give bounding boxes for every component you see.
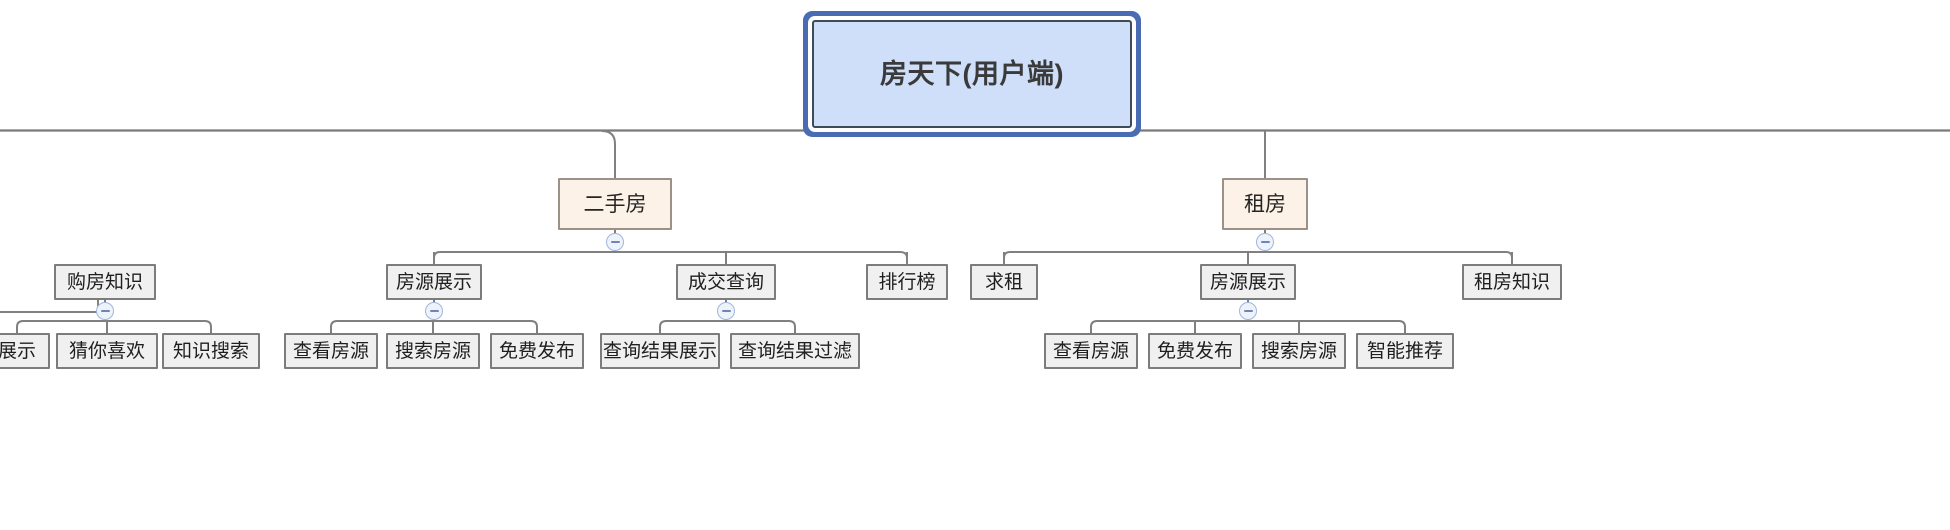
node-label: 成交查询 (687, 271, 764, 293)
node-paihangbang[interactable]: 排行榜 (866, 264, 948, 300)
collapse-minus-icon-chengjiao-chaxun[interactable] (717, 302, 735, 320)
root-node-label: 房天下(用户端) (880, 58, 1064, 89)
node-label: 房源展示 (395, 271, 472, 293)
link-ershoufang-children (433, 251, 908, 264)
node-label: 租房知识 (1473, 271, 1550, 293)
node-label: 展示 (0, 340, 36, 362)
leaf-node-chakan-fangyuan-right[interactable]: 查看房源 (1044, 333, 1138, 369)
category-node-label: 租房 (1244, 192, 1286, 216)
minus-glyph (100, 310, 110, 312)
node-label: 免费发布 (498, 340, 575, 362)
leaf-node-cainixihuan[interactable]: 猜你喜欢 (56, 333, 158, 369)
link-zufang-children (1003, 251, 1513, 264)
minus-glyph (429, 310, 439, 312)
category-node-ershoufang[interactable]: 二手房 (558, 178, 672, 230)
collapse-minus-icon-fangyuan-zhanshi-left[interactable] (425, 302, 443, 320)
link-fangyuan-left-leaves (330, 320, 538, 333)
node-chengjiao-chaxun[interactable]: 成交查询 (676, 264, 776, 300)
leaf-node-chaxun-jieguo-guolv[interactable]: 查询结果过滤 (730, 333, 860, 369)
leaf-node-mianfei-fabu-left[interactable]: 免费发布 (490, 333, 584, 369)
link-fangyuan-right-leaves (1090, 320, 1406, 333)
leaf-node-zhineng-tuijian[interactable]: 智能推荐 (1356, 333, 1454, 369)
node-label: 购房知识 (66, 271, 143, 293)
node-zufang-zhishi[interactable]: 租房知识 (1462, 264, 1562, 300)
node-goufang-zhishi[interactable]: 购房知识 (54, 264, 156, 300)
link-spine-ershoufang (601, 130, 616, 178)
node-label: 免费发布 (1156, 340, 1233, 362)
link-goufangzhishi-leaves (16, 320, 212, 333)
category-node-label: 二手房 (583, 192, 647, 216)
minus-glyph (1243, 310, 1253, 312)
node-label: 求租 (984, 271, 1023, 293)
node-label: 搜索房源 (394, 340, 471, 362)
node-label: 智能推荐 (1366, 340, 1443, 362)
leaf-node-chakan-fangyuan-left[interactable]: 查看房源 (284, 333, 378, 369)
category-node-zufang[interactable]: 租房 (1222, 178, 1308, 230)
link-chengjiao-leaves (659, 320, 796, 333)
node-label: 查询结果展示 (602, 340, 717, 362)
node-label: 猜你喜欢 (68, 340, 145, 362)
leaf-node-zhanshi[interactable]: 展示 (0, 333, 50, 369)
node-label: 排行榜 (878, 271, 936, 293)
collapse-minus-icon-fangyuan-zhanshi-right[interactable] (1239, 302, 1257, 320)
minus-glyph (610, 241, 620, 243)
node-fangyuan-zhanshi-right[interactable]: 房源展示 (1200, 264, 1296, 300)
leaf-node-sousuo-fangyuan-left[interactable]: 搜索房源 (386, 333, 480, 369)
leaf-node-mianfei-fabu-right[interactable]: 免费发布 (1148, 333, 1242, 369)
collapse-minus-icon-goufang-zhishi[interactable] (96, 302, 114, 320)
leaf-node-zhishi-sousuo[interactable]: 知识搜索 (162, 333, 260, 369)
node-fangyuan-zhanshi-left[interactable]: 房源展示 (386, 264, 482, 300)
node-label: 知识搜索 (172, 340, 249, 362)
minus-glyph (721, 310, 731, 312)
node-label: 查看房源 (1052, 340, 1129, 362)
node-label: 查询结果过滤 (737, 340, 852, 362)
node-label: 房源展示 (1209, 271, 1286, 293)
collapse-minus-icon-zufang[interactable] (1256, 233, 1274, 251)
leaf-node-chaxun-jieguo-zhanshi[interactable]: 查询结果展示 (600, 333, 720, 369)
root-node[interactable]: 房天下(用户端) (812, 20, 1132, 128)
node-label: 查看房源 (292, 340, 369, 362)
minus-glyph (1260, 241, 1270, 243)
leaf-node-sousuo-fangyuan-right[interactable]: 搜索房源 (1252, 333, 1346, 369)
collapse-minus-icon-ershoufang[interactable] (606, 233, 624, 251)
node-label: 搜索房源 (1260, 340, 1337, 362)
node-qiuzu[interactable]: 求租 (970, 264, 1038, 300)
